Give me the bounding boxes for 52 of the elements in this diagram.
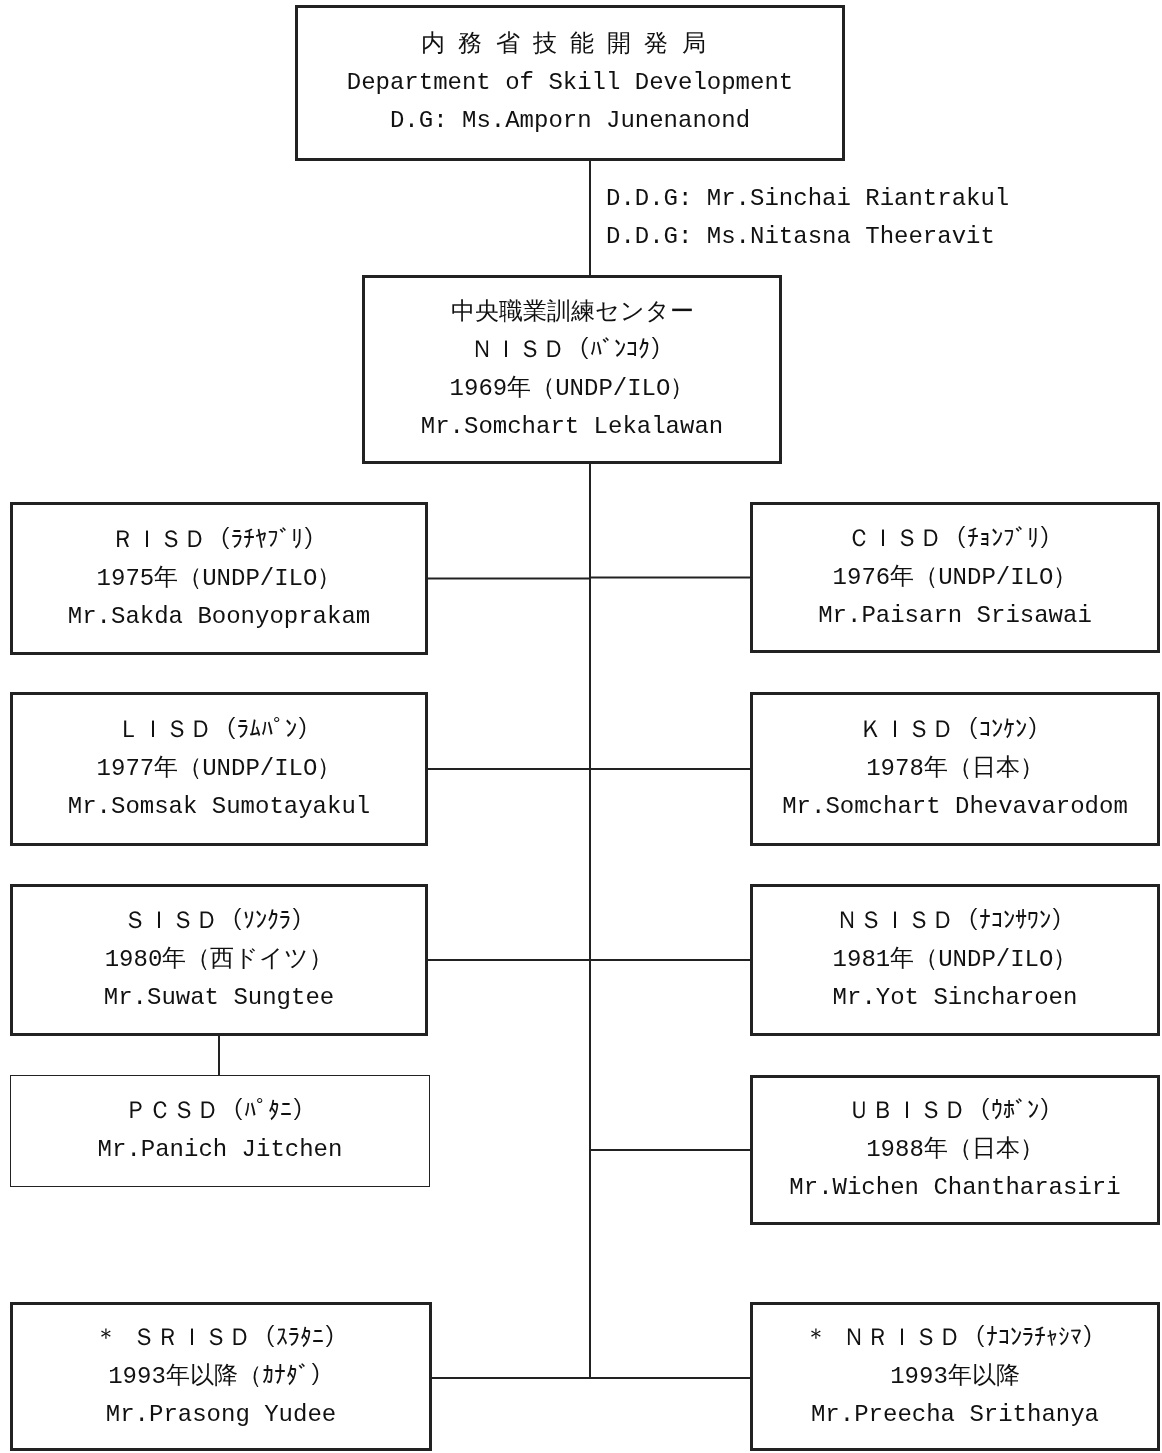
founding-note: 1978年（日本） <box>866 754 1044 784</box>
deputy-name: D.D.G: Ms.Nitasna Theeravit <box>606 222 995 252</box>
center-code: ＲＩＳＤ（ﾗﾁﾔﾌﾞﾘ） <box>111 525 327 556</box>
org-box <box>750 1075 1160 1225</box>
center-code: ＊ ＮＲＩＳＤ（ﾅｺﾝﾗﾁｬｼﾏ） <box>803 1323 1107 1354</box>
founding-note: 1975年（UNDP/ILO） <box>96 563 342 594</box>
org-box <box>362 275 782 464</box>
org-box <box>750 502 1160 653</box>
org-box <box>10 884 428 1036</box>
center-code: ＰＣＳＤ（ﾊﾟﾀﾆ） <box>124 1097 316 1127</box>
center-code: ＵＢＩＳＤ（ｳﾎﾞﾝ） <box>847 1097 1063 1127</box>
org-box <box>295 5 845 161</box>
director-name: Mr.Paisarn Srisawai <box>818 600 1092 631</box>
director-name: Mr.Somchart Lekalawan <box>420 411 724 442</box>
center-code: ＮＳＩＳＤ（ﾅｺﾝｻﾜﾝ） <box>835 907 1075 937</box>
director-name: Mr.Yot Sincharoen <box>832 983 1078 1013</box>
center-name: 中央職業訓練センター <box>450 297 694 328</box>
center-code: ＬＩＳＤ（ﾗﾑﾊﾟﾝ） <box>117 716 321 746</box>
founding-note: 1976年（UNDP/ILO） <box>832 562 1078 593</box>
founding-note: 1977年（UNDP/ILO） <box>96 754 342 784</box>
deputy-name: D.D.G: Mr.Sinchai Riantrakul <box>606 184 1010 214</box>
center-code: ＳＩＳＤ（ｿﾝｸﾗ） <box>123 907 315 937</box>
director-name: Mr.Suwat Sungtee <box>103 983 335 1013</box>
founding-note: 1980年（西ドイツ） <box>104 945 334 975</box>
org-box <box>750 692 1160 846</box>
founding-note: 1993年以降（ｶﾅﾀﾞ） <box>108 1361 334 1392</box>
center-code: ＮＩＳＤ（ﾊﾞﾝｺｸ） <box>470 335 674 366</box>
center-code: ＣＩＳＤ（ﾁｮﾝﾌﾞﾘ） <box>847 524 1063 555</box>
org-box <box>10 502 428 655</box>
director-name: Mr.Prasong Yudee <box>105 1399 337 1430</box>
agency-name: 内務省技能開発局 <box>421 30 719 60</box>
director-name: Mr.Preecha Srithanya <box>810 1399 1099 1430</box>
agency-name: Department of Skill Development <box>346 68 794 98</box>
org-box <box>750 884 1160 1036</box>
director-name: D.G: Ms.Amporn Junenanond <box>389 106 751 136</box>
director-name: Mr.Somsak Sumotayakul <box>67 792 371 822</box>
founding-note: 1981年（UNDP/ILO） <box>832 945 1078 975</box>
org-box <box>10 1075 430 1187</box>
founding-note: 1993年以降 <box>890 1361 1020 1392</box>
director-name: Mr.Somchart Dhevavarodom <box>782 792 1128 822</box>
connector-line <box>589 160 591 276</box>
founding-note: 1988年（日本） <box>866 1135 1044 1165</box>
director-name: Mr.Panich Jitchen <box>97 1135 343 1165</box>
org-box <box>10 1302 432 1451</box>
director-name: Mr.Sakda Boonyoprakam <box>67 601 371 632</box>
org-box <box>10 692 428 846</box>
org-box <box>750 1302 1160 1451</box>
director-name: Mr.Wichen Chantharasiri <box>789 1173 1121 1203</box>
center-code: ＫＩＳＤ（ｺﾝｹﾝ） <box>859 716 1051 746</box>
center-code: ＊ ＳＲＩＳＤ（ｽﾗﾀﾆ） <box>93 1323 349 1354</box>
founding-note: 1969年（UNDP/ILO） <box>449 373 695 404</box>
connector-line <box>218 1035 220 1076</box>
